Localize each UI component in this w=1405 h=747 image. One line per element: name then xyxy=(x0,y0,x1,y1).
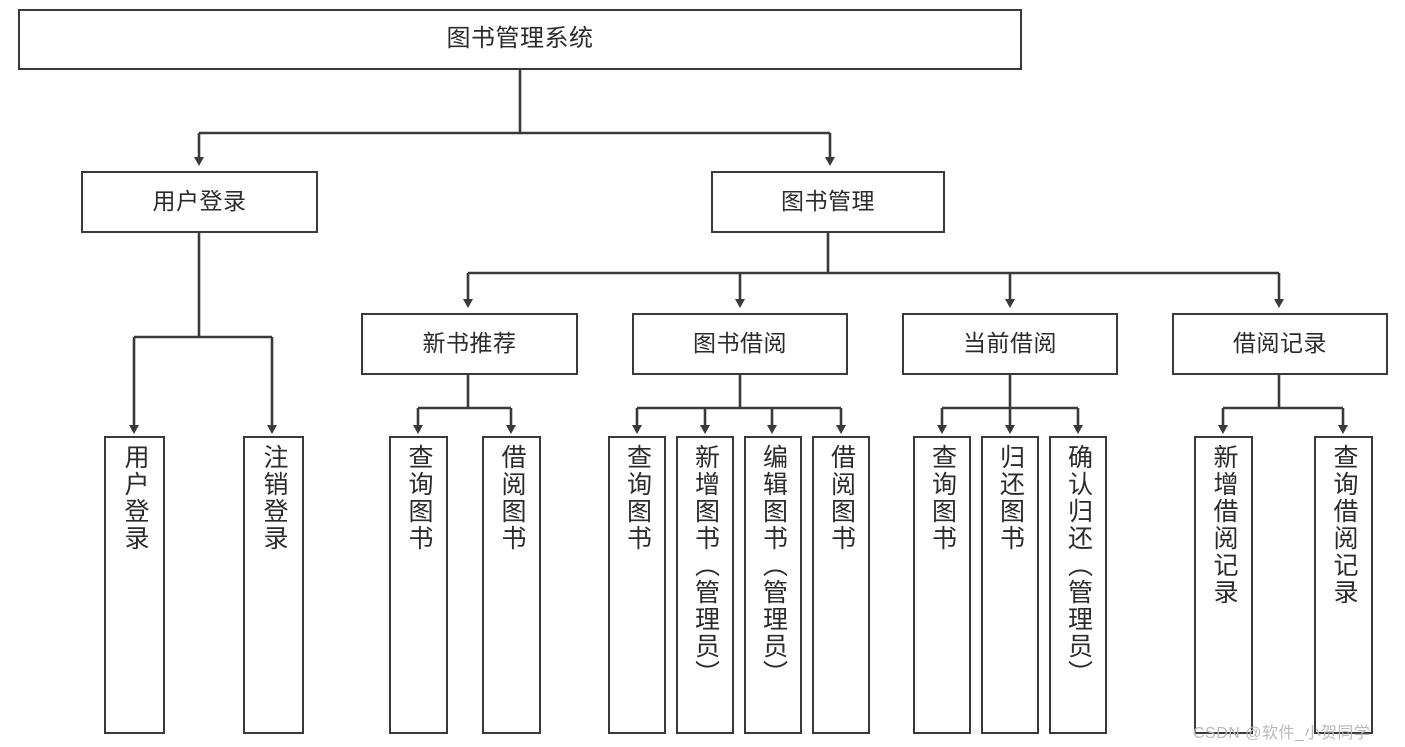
leaf-new-book-borrow-label: 借阅图书 xyxy=(498,444,526,552)
leaf-borrow-record-add-label: 新增借阅记录 xyxy=(1210,444,1238,606)
node-user-login-label: 用户登录 xyxy=(152,188,247,215)
leaf-current-borrow-query-label: 查询图书 xyxy=(928,444,957,552)
leaf-current-borrow-return-label: 归还图书 xyxy=(996,444,1025,552)
csdn-watermark: CSDN @软件_小贺同学 xyxy=(1193,725,1371,742)
leaf-new-book-borrow[interactable]: 借阅图书 xyxy=(482,436,541,734)
leaf-current-borrow-confirm-label: 确认归还（管理员） xyxy=(1064,444,1093,687)
leaf-book-borrow-edit-label: 编辑图书（管理员） xyxy=(759,444,788,687)
leaf-borrow-record-query[interactable]: 查询借阅记录 xyxy=(1314,436,1373,734)
leaf-book-borrow-add-label: 新增图书（管理员） xyxy=(691,444,720,687)
node-book-borrow[interactable]: 图书借阅 xyxy=(632,313,848,375)
node-current-borrow-label: 当前借阅 xyxy=(963,330,1057,357)
leaf-book-borrow-query[interactable]: 查询图书 xyxy=(608,436,666,734)
leaf-borrow-record-query-label: 查询借阅记录 xyxy=(1330,444,1358,606)
node-user-login[interactable]: 用户登录 xyxy=(81,171,318,233)
leaf-user-login-login[interactable]: 用户登录 xyxy=(104,436,165,734)
leaf-book-borrow-borrow-label: 借阅图书 xyxy=(827,444,856,552)
leaf-borrow-record-add[interactable]: 新增借阅记录 xyxy=(1194,436,1253,734)
leaf-book-borrow-edit[interactable]: 编辑图书（管理员） xyxy=(744,436,802,734)
node-book-management[interactable]: 图书管理 xyxy=(711,171,945,233)
node-borrow-record-label: 借阅记录 xyxy=(1233,330,1327,357)
leaf-user-login-logout[interactable]: 注销登录 xyxy=(243,436,304,734)
leaf-user-login-login-label: 用户登录 xyxy=(121,444,149,552)
leaf-user-login-logout-label: 注销登录 xyxy=(260,444,288,552)
leaf-new-book-query-label: 查询图书 xyxy=(405,444,433,552)
leaf-book-borrow-borrow[interactable]: 借阅图书 xyxy=(812,436,870,734)
leaf-current-borrow-confirm[interactable]: 确认归还（管理员） xyxy=(1049,436,1107,734)
leaf-book-borrow-query-label: 查询图书 xyxy=(623,444,652,552)
node-current-borrow[interactable]: 当前借阅 xyxy=(902,313,1118,375)
node-book-borrow-label: 图书借阅 xyxy=(693,330,787,357)
node-borrow-record[interactable]: 借阅记录 xyxy=(1172,313,1388,375)
node-book-management-label: 图书管理 xyxy=(781,188,875,215)
leaf-current-borrow-return[interactable]: 归还图书 xyxy=(981,436,1039,734)
node-root-label: 图书管理系统 xyxy=(446,25,594,53)
node-new-book-recommend-label: 新书推荐 xyxy=(422,330,517,357)
node-root[interactable]: 图书管理系统 xyxy=(18,9,1022,70)
leaf-book-borrow-add[interactable]: 新增图书（管理员） xyxy=(676,436,734,734)
leaf-new-book-query[interactable]: 查询图书 xyxy=(389,436,448,734)
node-new-book-recommend[interactable]: 新书推荐 xyxy=(361,313,578,375)
leaf-current-borrow-query[interactable]: 查询图书 xyxy=(913,436,971,734)
